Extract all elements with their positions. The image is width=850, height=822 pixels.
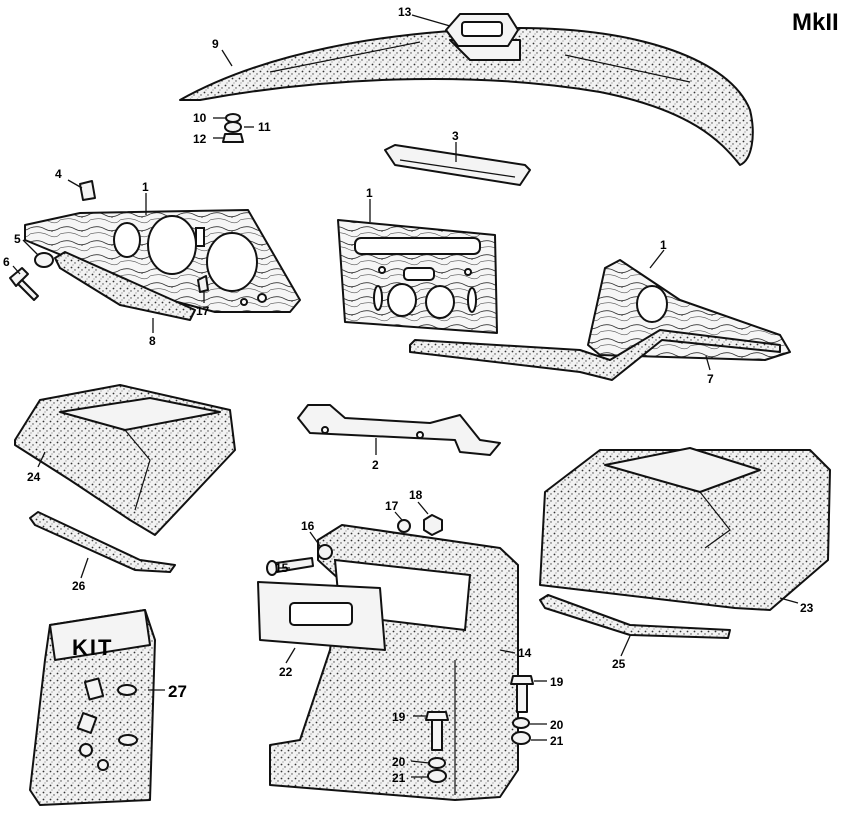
support-bracket [384,144,531,186]
centre-fascia-panel [337,219,498,334]
callout-19-right: 19 [550,675,564,689]
leader-lines [12,14,799,778]
bolt-stack-right [510,675,534,745]
left-parcel-shelf [14,384,236,536]
left-fascia-panel [24,209,301,313]
callout-8: 8 [149,334,156,348]
callout-5: 5 [14,232,21,246]
screw [9,267,39,301]
callout-23: 23 [800,601,814,615]
model-mark: MkII [792,9,839,36]
long-trim-strip [409,329,781,381]
callout-21-centre: 21 [392,771,406,785]
callout-19-centre: 19 [392,710,406,724]
callout-10: 10 [193,111,207,125]
spacer [317,544,333,560]
callout-21-right: 21 [550,734,564,748]
nut-washer-stack [222,113,244,143]
callout-9: 9 [212,37,219,51]
grommet [34,252,54,268]
dash-top-rail [179,27,754,166]
callout-25: 25 [612,657,626,671]
right-parcel-shelf [539,447,831,611]
callout-17-lower: 17 [385,499,399,513]
left-shelf-trim [29,511,176,573]
washer-17 [397,519,411,533]
callout-3: 3 [452,129,459,143]
callout-4: 4 [55,167,62,181]
callout-22: 22 [279,665,293,679]
callout-12: 12 [193,132,207,146]
right-fascia-panel [587,259,791,361]
callout-13: 13 [398,5,412,19]
callout-17-upper: 17 [196,304,210,318]
callout-7: 7 [707,372,714,386]
callout-20-centre: 20 [392,755,406,769]
left-trim-strip [54,251,196,321]
bolt-stack-centre [425,711,449,783]
kit-label: KIT [72,635,113,660]
callout-labels: 13 9 10 11 12 3 4 1 1 1 5 6 8 17 7 2 24 … [3,5,814,785]
callout-6: 6 [3,255,10,269]
spire-clip [79,180,96,201]
callout-11: 11 [258,120,271,134]
centre-housing [445,13,519,47]
callout-27: 27 [168,682,187,701]
callout-1-centre: 1 [366,186,373,200]
callout-1-right: 1 [660,238,667,252]
callout-24: 24 [27,470,41,484]
fixing-kit-bag [29,609,156,806]
callout-16: 16 [301,519,315,533]
callout-14: 14 [518,646,532,660]
console-face-panel [257,581,386,651]
callout-18: 18 [409,488,423,502]
right-shelf-trim [539,594,731,639]
nut-18 [423,514,443,536]
callout-15: 15 [275,561,289,575]
callout-2: 2 [372,458,379,472]
panel-clip [197,275,209,293]
callout-20-right: 20 [550,718,564,732]
callout-1-left: 1 [142,180,149,194]
trim-screw [266,557,314,576]
callout-26: 26 [72,579,86,593]
crossmember-bracket [297,404,501,456]
